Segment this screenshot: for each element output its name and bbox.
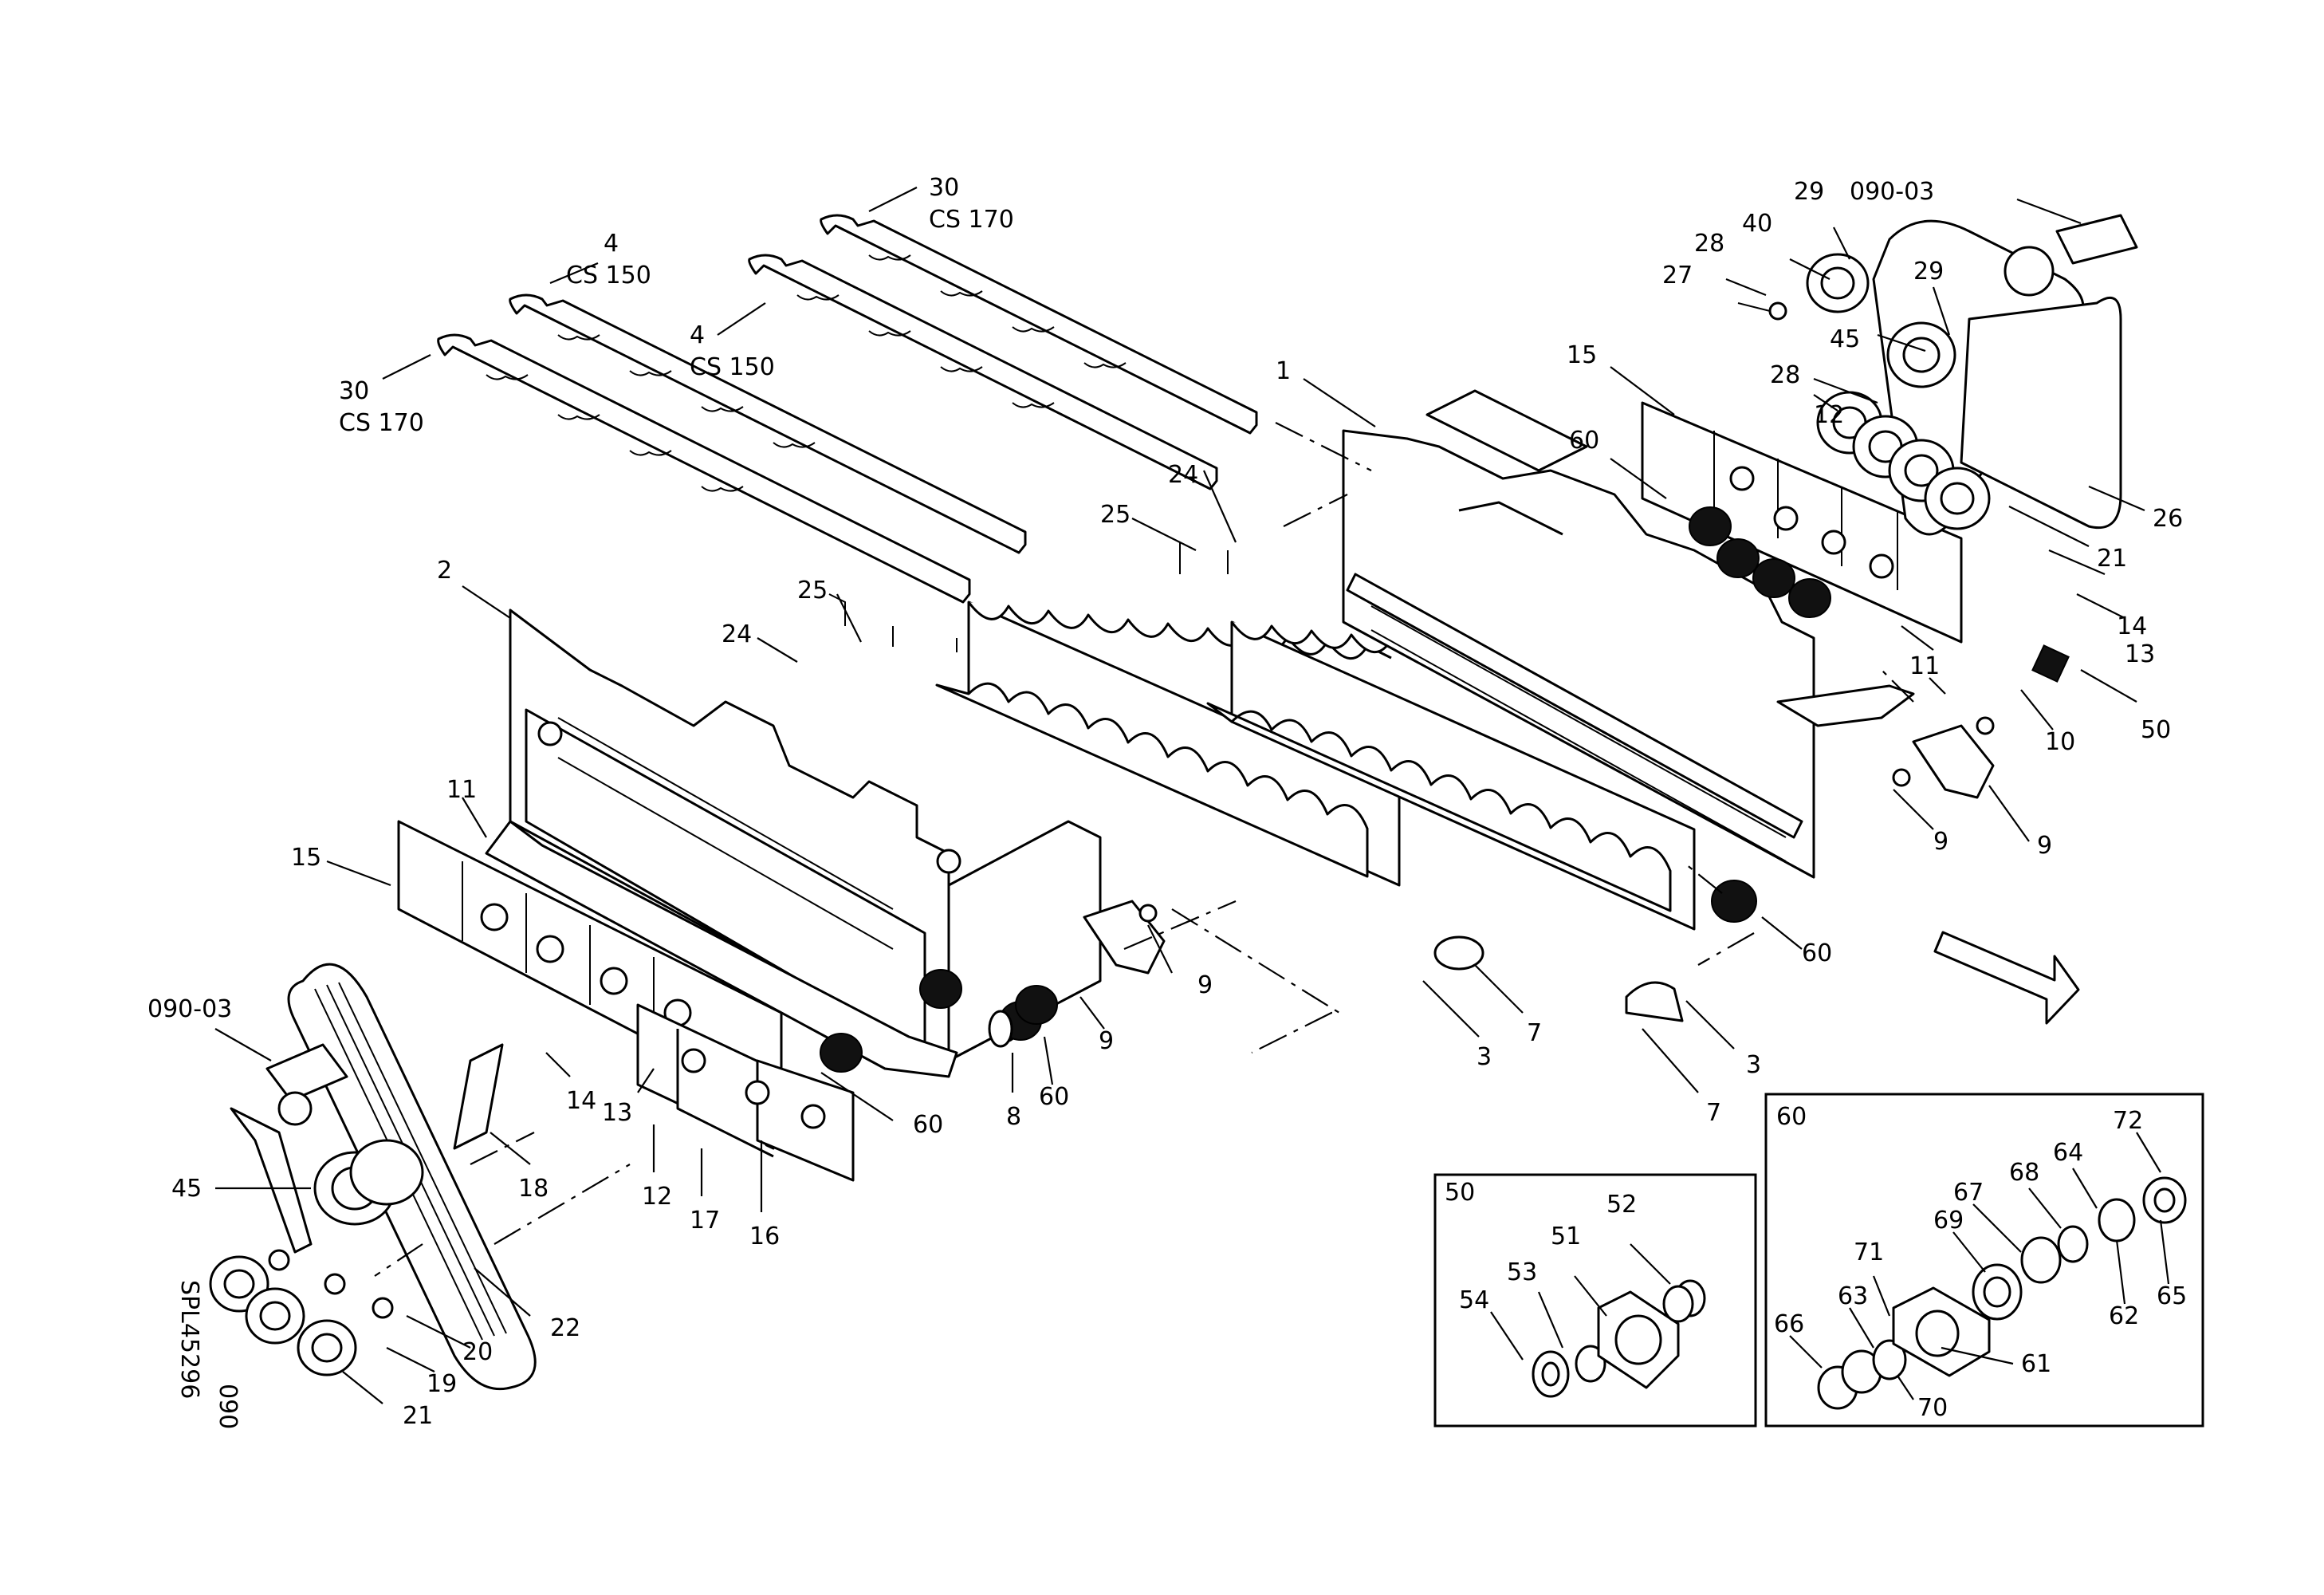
callout-54: 54 — [1459, 1286, 1489, 1314]
callout-16: 16 — [749, 1223, 780, 1250]
side-code-section: 090 — [214, 1384, 242, 1429]
callout-61: 61 — [2021, 1350, 2051, 1378]
callout-64: 64 — [2053, 1139, 2083, 1167]
callout-24-right: 24 — [1168, 461, 1198, 489]
guide-rail-30-left — [437, 333, 971, 652]
callout-15-left: 15 — [291, 844, 321, 872]
right-bracket-plate-15 — [1641, 401, 1963, 644]
callout-72: 72 — [2113, 1107, 2143, 1135]
callout-62: 62 — [2109, 1302, 2139, 1330]
left-frame-2 — [485, 608, 1102, 1078]
callout-3-right: 3 — [1746, 1051, 1761, 1079]
callout-22: 22 — [550, 1314, 580, 1342]
leader-lines — [214, 187, 2170, 1404]
callout-60-right-low: 60 — [1802, 939, 1832, 967]
callout-11-right: 11 — [1909, 652, 1940, 680]
callout-68: 68 — [2009, 1159, 2039, 1187]
inset-50-title: 50 — [1445, 1179, 1475, 1207]
misc-brackets — [988, 716, 1995, 1048]
callout-71: 71 — [1854, 1239, 1884, 1266]
callout-8: 8 — [1006, 1103, 1021, 1131]
callout-45-left: 45 — [171, 1175, 202, 1203]
inset-50: 50 — [1433, 1173, 1757, 1428]
callout-9-mid: 9 — [1099, 1027, 1114, 1055]
callout-12-left: 12 — [642, 1183, 672, 1211]
alignment-lines — [374, 422, 1946, 1277]
callout-20: 20 — [462, 1338, 493, 1366]
right-frame-1 — [1342, 389, 1915, 879]
callout-50: 50 — [2141, 716, 2171, 744]
side-code: SPL45296 090 — [175, 1280, 242, 1429]
callout-13-left: 13 — [602, 1099, 632, 1127]
callout-19: 19 — [427, 1370, 457, 1398]
callout-51: 51 — [1551, 1223, 1581, 1250]
callout-2: 2 — [437, 557, 452, 585]
callout-21-left: 21 — [403, 1402, 433, 1430]
callout-45-right: 45 — [1830, 325, 1860, 353]
callout-65: 65 — [2157, 1282, 2187, 1310]
callout-67: 67 — [1953, 1179, 1984, 1207]
callout-26: 26 — [2153, 505, 2183, 533]
callout-60-right-top: 60 — [1569, 427, 1599, 455]
callout-9-left: 9 — [1197, 971, 1213, 999]
callout-12-right: 12 — [1814, 401, 1844, 429]
callout-7-left: 7 — [1527, 1019, 1542, 1047]
callout-3-left: 3 — [1477, 1043, 1492, 1071]
guide-rail-30-top — [820, 214, 1258, 574]
callout-090-03-left: 090-03 — [147, 995, 232, 1023]
callout-66: 66 — [1774, 1310, 1804, 1338]
callout-25-right: 25 — [1100, 501, 1131, 529]
callout-9-right-a: 9 — [2037, 832, 2052, 860]
callout-13-right: 13 — [2125, 640, 2155, 668]
callout-27: 27 — [1662, 262, 1693, 289]
callout-14-left: 14 — [566, 1087, 596, 1115]
callout-15-right: 15 — [1567, 341, 1597, 369]
callout-28-top: 28 — [1694, 230, 1724, 258]
callout-24-left: 24 — [722, 620, 752, 648]
guide-rail-4-left — [509, 293, 1027, 554]
callout-7-right: 7 — [1706, 1099, 1721, 1127]
callout-18: 18 — [518, 1175, 549, 1203]
callout-52: 52 — [1606, 1191, 1637, 1219]
callout-25-left: 25 — [797, 577, 828, 605]
callout-60-left: 60 — [913, 1111, 943, 1139]
left-belt-drive — [209, 963, 537, 1391]
bearing-units — [820, 506, 2070, 1073]
inset-60-title: 60 — [1776, 1103, 1807, 1131]
callout-090-03-right: 090-03 — [1850, 178, 1934, 206]
callout-21-right: 21 — [2097, 545, 2127, 573]
callout-60-mid: 60 — [1039, 1083, 1069, 1111]
guide-rail-4-mid — [748, 254, 1218, 490]
callout-1: 1 — [1276, 357, 1291, 385]
callout-69: 69 — [1933, 1207, 1964, 1235]
left-lower-brackets — [636, 1003, 855, 1182]
callout-53: 53 — [1507, 1258, 1537, 1286]
callout-10: 10 — [2045, 728, 2075, 756]
callout-9-right-b: 9 — [1933, 828, 1948, 856]
callout-29-mid: 29 — [1913, 258, 1944, 286]
callout-17: 17 — [690, 1207, 720, 1235]
callout-11-left: 11 — [446, 776, 477, 804]
side-code-number: SPL45296 — [175, 1280, 203, 1399]
callout-70: 70 — [1917, 1394, 1948, 1422]
callout-14-right: 14 — [2117, 612, 2147, 640]
inset-60: 60 — [1764, 1093, 2204, 1428]
callout-28-low: 28 — [1770, 361, 1800, 389]
flow-direction-arrow — [1933, 931, 2080, 1025]
callout-63: 63 — [1838, 1282, 1868, 1310]
callout-40: 40 — [1742, 210, 1772, 238]
callout-29-top: 29 — [1794, 178, 1824, 206]
